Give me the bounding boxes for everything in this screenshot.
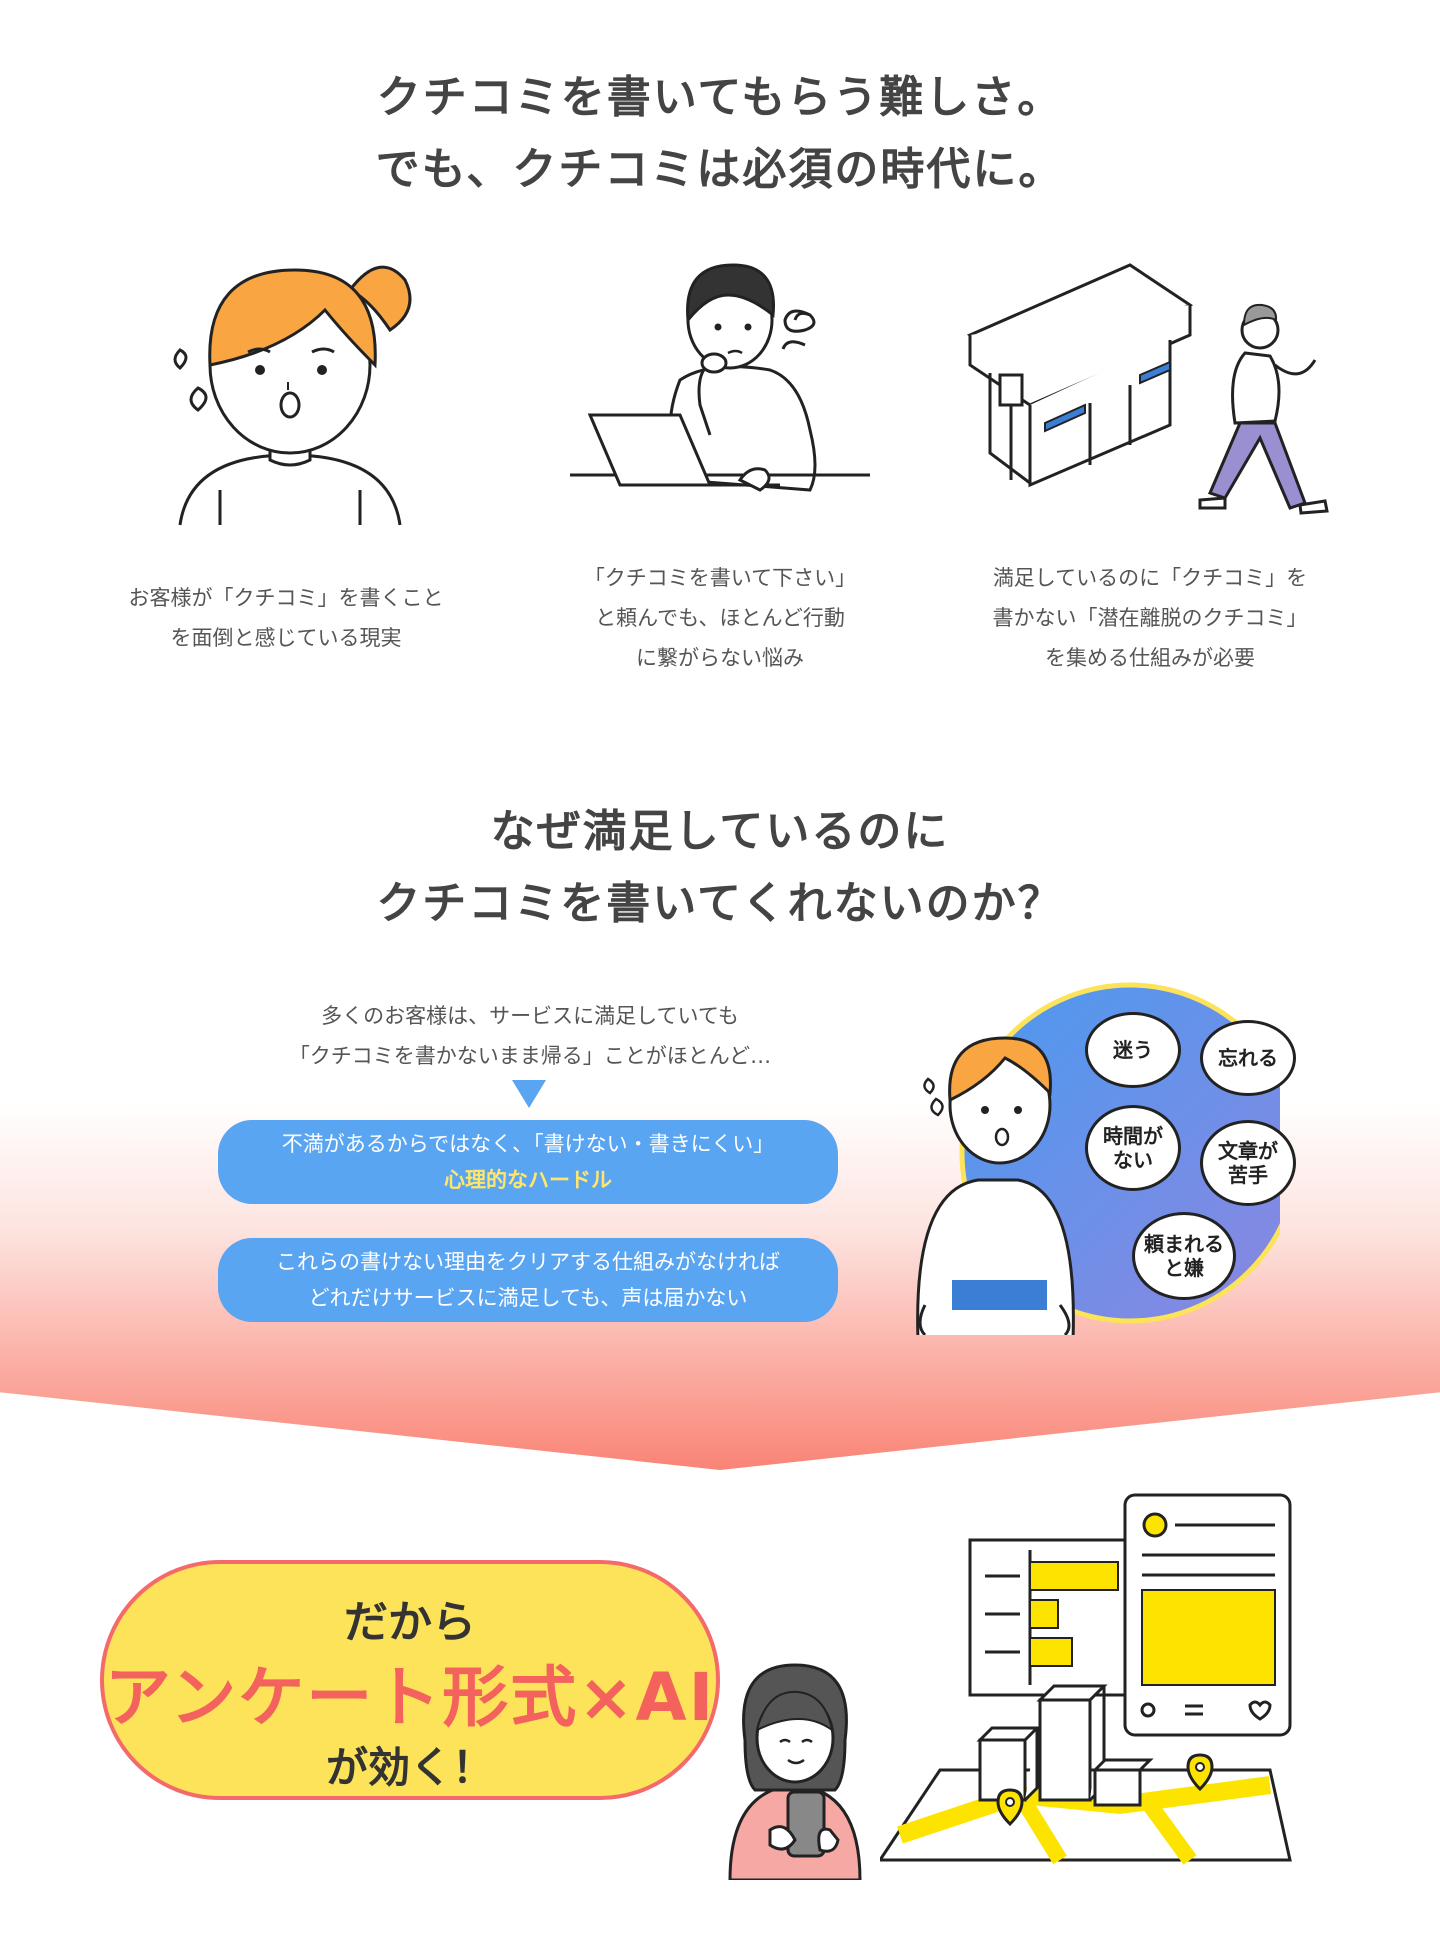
section1-headline-line2: でも、クチコミは必須の時代に。 xyxy=(375,144,1065,195)
cta-callout: だから アンケート形式×AI が効く！ xyxy=(100,1560,720,1800)
conclusion-pill: これらの書けない理由をクリアする仕組みがなければ どれだけサービスに満足しても、… xyxy=(218,1238,838,1322)
cta-line2: アンケート形式×AI xyxy=(104,1659,716,1736)
hurdle-pill-highlight: 心理的なハードル xyxy=(444,1168,612,1192)
section2-headline-line2: クチコミを書いてくれないのか？ xyxy=(376,878,1064,929)
card3-caption-line3: を集める仕組みが必要 xyxy=(1045,646,1255,670)
thinking-man-laptop-illustration xyxy=(570,263,870,492)
bubble-forget-text: 忘れる xyxy=(1218,1046,1278,1070)
bubble-no-time: 時間が ない xyxy=(1085,1105,1181,1191)
down-triangle-icon xyxy=(512,1080,546,1108)
card2-caption-line3: に繋がらない悩み xyxy=(636,646,804,670)
bubble-bad-writing-line2: 苦手 xyxy=(1228,1163,1268,1187)
conclusion-pill-line2: どれだけサービスに満足しても、声は届かない xyxy=(308,1286,748,1310)
hurdle-pill-line1: 不満があるからではなく、「書けない・書きにくい」 xyxy=(281,1132,775,1156)
bubble-bad-writing: 文章が 苦手 xyxy=(1200,1120,1296,1206)
bubble-bad-writing-line1: 文章が xyxy=(1218,1139,1278,1163)
bubble-no-time-line2: ない xyxy=(1113,1148,1153,1172)
hurdle-pill: 不満があるからではなく、「書けない・書きにくい」 心理的なハードル xyxy=(218,1120,838,1204)
bubble-dislike-asked-line1: 頼まれる xyxy=(1144,1232,1224,1256)
bubble-no-time-line1: 時間が xyxy=(1103,1124,1163,1148)
intro-text: 多くのお客様は、サービスに満足していても 「クチコミを書かないまま帰る」ことがほ… xyxy=(200,996,860,1076)
bubble-hesitate-text: 迷う xyxy=(1113,1038,1153,1062)
bubble-hesitate: 迷う xyxy=(1085,1012,1181,1088)
intro-line2: 「クチコミを書かないまま帰る」ことがほとんど… xyxy=(288,1044,772,1068)
bubble-dislike-asked: 頼まれる と嫌 xyxy=(1132,1212,1236,1300)
intro-line1: 多くのお客様は、サービスに満足していても xyxy=(321,1004,739,1028)
woman-with-phone-illustration xyxy=(728,1663,862,1880)
section1-headline-line1: クチコミを書いてもらう難しさ。 xyxy=(376,72,1064,123)
card1-caption-line2: を面倒と感じている現実 xyxy=(170,626,402,650)
bubble-forget: 忘れる xyxy=(1200,1020,1296,1096)
store-passerby-illustration xyxy=(966,263,1329,515)
conclusion-pill-line1: これらの書けない理由をクリアする仕組みがなければ xyxy=(276,1250,780,1274)
card3-caption-line1: 満足しているのに「クチコミ」を xyxy=(992,566,1308,590)
worried-woman-illustration xyxy=(173,265,412,526)
card2-caption-line2: と頼んでも、ほとんど行動 xyxy=(595,606,845,630)
bubble-dislike-asked-line2: と嫌 xyxy=(1164,1256,1204,1280)
cta-line1: だから xyxy=(344,1597,476,1648)
card2-caption-line1: 「クチコミを書いて下さい」 xyxy=(583,566,857,590)
cta-line3: が効く！ xyxy=(325,1743,494,1792)
card3-caption-line2: 書かない「潜在離脱のクチコミ」 xyxy=(992,606,1308,630)
card2-caption: 「クチコミを書いて下さい」 と頼んでも、ほとんど行動 に繋がらない悩み xyxy=(520,558,920,678)
analytics-map-illustration xyxy=(880,1493,1292,1865)
card3-caption: 満足しているのに「クチコミ」を 書かない「潜在離脱のクチコミ」 を集める仕組みが… xyxy=(950,558,1350,678)
section2-headline-line1: なぜ満足しているのに xyxy=(490,806,950,857)
card1-caption: お客様が「クチコミ」を書くこと を面倒と感じている現実 xyxy=(86,578,486,658)
card1-caption-line1: お客様が「クチコミ」を書くこと xyxy=(128,586,444,610)
